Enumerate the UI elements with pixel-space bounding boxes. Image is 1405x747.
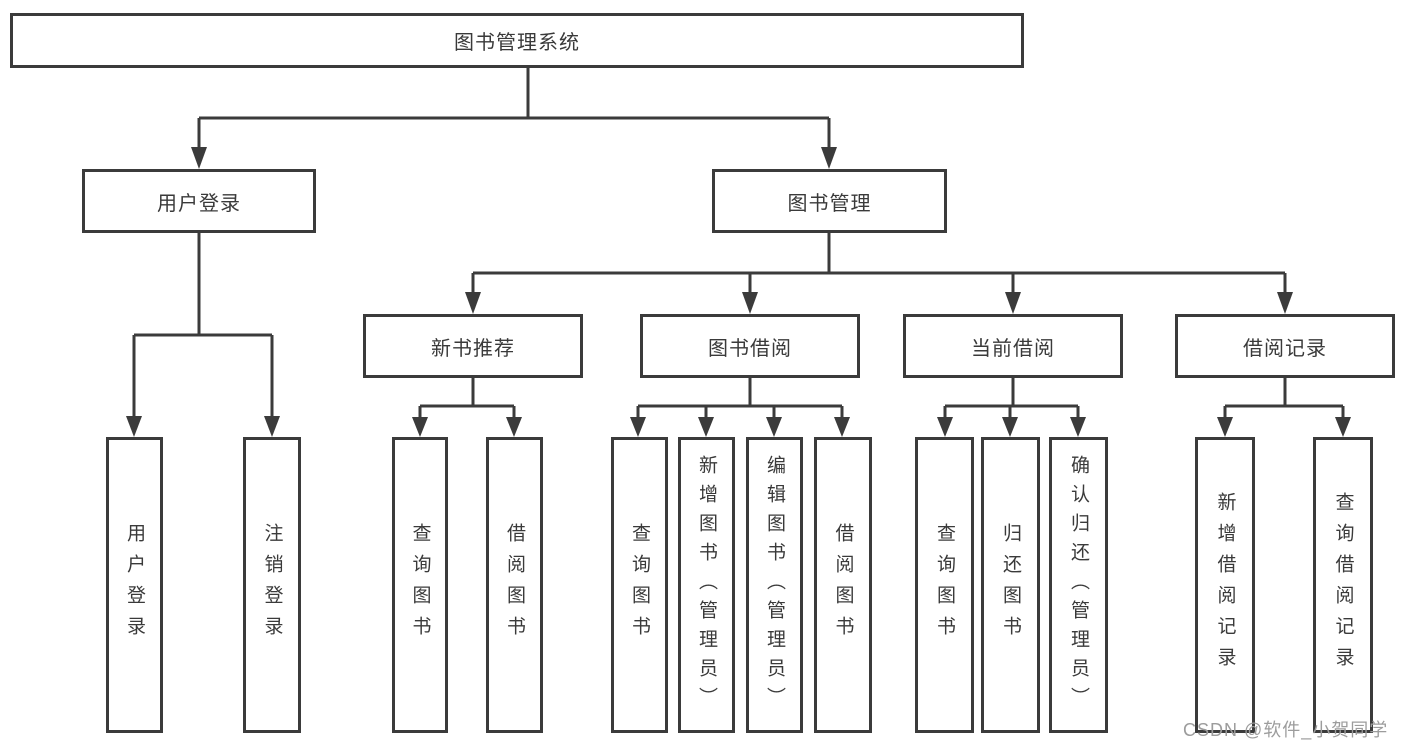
node-label: 用户登录 — [124, 523, 145, 647]
leaf-query-books-borrow: 查询图书 — [611, 437, 668, 733]
node-user-login: 用户登录 — [82, 169, 316, 233]
leaf-confirm-return-admin: 确认归还（管理员） — [1049, 437, 1108, 733]
connector-book-management-children — [465, 233, 1293, 314]
node-label: 借阅图书 — [832, 523, 854, 647]
leaf-return-books: 归还图书 — [981, 437, 1040, 733]
node-label: 图书借阅 — [708, 337, 792, 360]
node-library-management-system: 图书管理系统 — [10, 13, 1024, 68]
node-book-borrow: 图书借阅 — [640, 314, 860, 378]
node-label: 归还图书 — [1000, 523, 1021, 647]
node-label: 用户登录 — [157, 192, 241, 215]
leaf-borrow-books-recommend: 借阅图书 — [486, 437, 543, 733]
node-label: 编辑图书（管理员） — [764, 454, 785, 716]
connector-current-borrow-children — [937, 378, 1086, 437]
node-new-book-recommend: 新书推荐 — [363, 314, 583, 378]
node-label: 图书管理 — [787, 192, 872, 215]
connector-user-login-children — [126, 233, 280, 437]
leaf-add-borrow-record: 新增借阅记录 — [1195, 437, 1255, 733]
node-label: 查询图书 — [409, 523, 431, 647]
connector-borrow-records-children — [1217, 378, 1351, 437]
node-label: 当前借阅 — [971, 337, 1055, 360]
node-label: 新增借阅记录 — [1214, 492, 1236, 678]
node-label: 借阅记录 — [1243, 337, 1327, 360]
node-label: 借阅图书 — [504, 523, 525, 647]
node-label: 新增图书（管理员） — [696, 454, 717, 716]
leaf-add-books-admin: 新增图书（管理员） — [678, 437, 735, 733]
leaf-query-books-current: 查询图书 — [915, 437, 974, 733]
connector-new-book-recommend-children — [412, 378, 522, 437]
csdn-watermark: CSDN @软件_小贺同学 — [1183, 720, 1389, 740]
connector-book-borrow-children — [630, 378, 850, 437]
node-label: 确认归还（管理员） — [1068, 454, 1089, 716]
leaf-query-books-recommend: 查询图书 — [392, 437, 448, 733]
leaf-query-borrow-record: 查询借阅记录 — [1313, 437, 1373, 733]
node-label: 图书管理系统 — [454, 32, 580, 54]
node-borrow-records: 借阅记录 — [1175, 314, 1395, 378]
node-label: 新书推荐 — [431, 337, 515, 360]
node-label: 查询借阅记录 — [1332, 492, 1354, 678]
leaf-user-login: 用户登录 — [106, 437, 163, 733]
connector-root-to-level1 — [191, 68, 837, 169]
leaf-edit-books-admin: 编辑图书（管理员） — [746, 437, 803, 733]
leaf-logout-login: 注销登录 — [243, 437, 301, 733]
node-book-management: 图书管理 — [712, 169, 947, 233]
leaf-borrow-books: 借阅图书 — [814, 437, 872, 733]
node-label: 查询图书 — [934, 523, 955, 647]
node-label: 查询图书 — [629, 523, 650, 647]
node-label: 注销登录 — [261, 523, 283, 647]
node-current-borrow: 当前借阅 — [903, 314, 1123, 378]
